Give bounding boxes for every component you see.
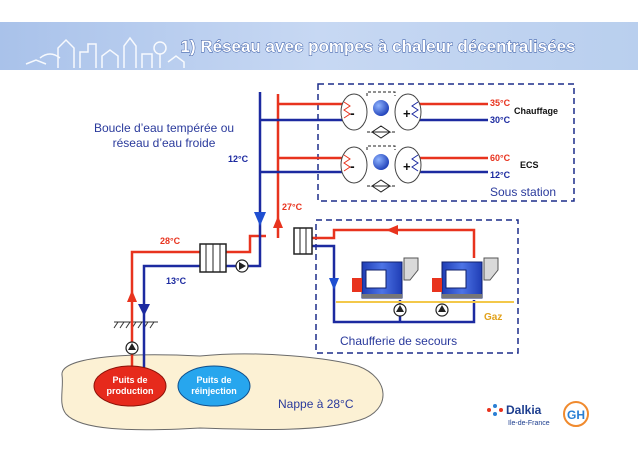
pump-well	[125, 341, 139, 355]
loop-label-line2: réseau d’eau froide	[113, 136, 216, 150]
chaufferie-label: Chaufferie de secours	[340, 334, 457, 348]
heat-exchanger-loop	[293, 227, 313, 255]
arrow-down-chaufferie	[329, 278, 339, 290]
flow-arrows	[127, 212, 398, 316]
svg-text:-: -	[350, 105, 355, 121]
temp-27: 27°C	[282, 202, 303, 212]
pump-boiler-1	[393, 303, 407, 317]
well-reinjection-line1: Puits de	[196, 375, 231, 385]
svg-text:GH: GH	[567, 408, 585, 422]
svg-text:-: -	[350, 158, 355, 174]
heat-pump-chauffage: - +	[340, 91, 422, 139]
pump-loop	[235, 259, 249, 273]
svg-text:+: +	[403, 159, 411, 174]
slide-title: 1) Réseau avec pompes à chaleur décentra…	[181, 37, 576, 56]
chaufferie-box	[315, 219, 519, 354]
sous-station-box	[317, 83, 575, 202]
ground-line	[113, 321, 158, 329]
well-production-line2: production	[107, 386, 154, 396]
pump-boiler-2	[435, 303, 449, 317]
temp-60: 60°C	[490, 153, 511, 163]
dalkia-region: Ile-de-France	[508, 420, 550, 427]
well-production: Puits de production	[93, 365, 167, 407]
temp-35: 35°C	[490, 98, 511, 108]
boiler-1	[352, 257, 419, 299]
temp-28: 28°C	[160, 236, 181, 246]
arrow-left-chaufferie	[386, 225, 398, 235]
chauffage-label: Chauffage	[514, 106, 558, 116]
temp-30: 30°C	[490, 115, 511, 125]
arrow-down-loop	[254, 212, 266, 226]
svg-text:+: +	[403, 106, 411, 121]
loop-label-line1: Boucle d’eau tempérée ou	[94, 121, 234, 135]
arrow-up-loop	[273, 216, 283, 228]
temp-12-loop: 12°C	[228, 154, 249, 164]
dalkia-name: Dalkia	[506, 403, 542, 417]
hot-pipes	[130, 94, 488, 370]
gaz-label: Gaz	[484, 312, 502, 323]
skyline-logo	[25, 36, 185, 68]
ecs-label: ECS	[520, 160, 539, 170]
sous-station-label: Sous station	[490, 185, 556, 199]
header-band	[0, 22, 638, 70]
well-production-line1: Puits de	[112, 375, 147, 385]
heat-exchanger-main	[199, 243, 227, 273]
temp-12-ecs: 12°C	[490, 170, 511, 180]
arrow-down-blue	[138, 304, 150, 316]
temp-13: 13°C	[166, 276, 187, 286]
gh-logo: GH	[563, 401, 589, 427]
boiler-2	[432, 257, 499, 299]
well-reinjection: Puits de réinjection	[177, 365, 251, 407]
arrow-up-red	[127, 290, 137, 302]
well-reinjection-line2: réinjection	[191, 386, 237, 396]
dalkia-logo: Dalkia Ile-de-France	[487, 403, 550, 427]
nappe-label: Nappe à 28°C	[278, 397, 354, 411]
heat-pump-ecs: - +	[340, 145, 422, 193]
